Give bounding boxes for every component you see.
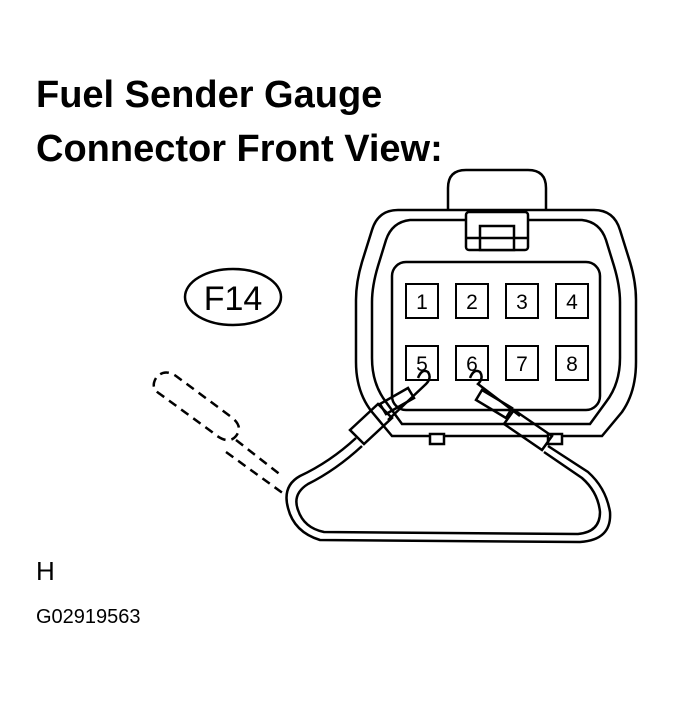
diagram-title: Fuel Sender Gauge Connector Front View:: [36, 68, 443, 176]
probe-lead-dashed: [152, 371, 285, 496]
figure-id: G02919563: [36, 606, 141, 628]
connector-housing: [354, 168, 638, 446]
probe-pin-5-sleeve: [348, 402, 394, 446]
pin-number-1: 1: [416, 291, 428, 314]
pin-number-5: 5: [416, 353, 428, 376]
latch-tab: [446, 168, 548, 214]
pin-box-8: [555, 345, 589, 381]
connector-code-callout: F14: [183, 267, 283, 327]
connector-code-ellipse: [183, 267, 283, 327]
probe-pin-6-sleeve: [502, 408, 554, 452]
pin-box-1: [405, 283, 439, 319]
pin-box-2: [455, 283, 489, 319]
probe-pin-5-tip: [387, 369, 431, 421]
title-line-2: Connector Front View:: [36, 128, 443, 170]
jumper-loop: [285, 437, 612, 544]
jumper-wire: [285, 369, 612, 544]
pin-number-2: 2: [466, 291, 478, 314]
dashed-probe-body: [152, 371, 241, 442]
pin-number-3: 3: [516, 291, 528, 314]
dashed-probe-wire: [225, 439, 285, 496]
region-label: H: [36, 556, 55, 586]
jumper-loop-inner: [295, 445, 602, 536]
cavity-frame: [390, 260, 602, 412]
pin-box-7: [505, 345, 539, 381]
probe-pin-6-tip: [468, 369, 521, 417]
connector-code: F14: [204, 280, 263, 318]
probe-pin-6-body: [474, 388, 514, 420]
pin-number-7: 7: [516, 353, 528, 376]
pin-number-6: 6: [466, 353, 478, 376]
title-line-1: Fuel Sender Gauge: [36, 74, 383, 116]
pin-number-4: 4: [566, 291, 578, 314]
pin-number-8: 8: [566, 353, 578, 376]
pin-box-4: [555, 283, 589, 319]
pin-box-3: [505, 283, 539, 319]
pin-box-5: [405, 345, 439, 381]
pin-grid: 1 2 3 4 5 6 7 8: [405, 283, 589, 381]
bottom-bump-right: [546, 432, 564, 446]
bottom-bump-left: [428, 432, 446, 446]
